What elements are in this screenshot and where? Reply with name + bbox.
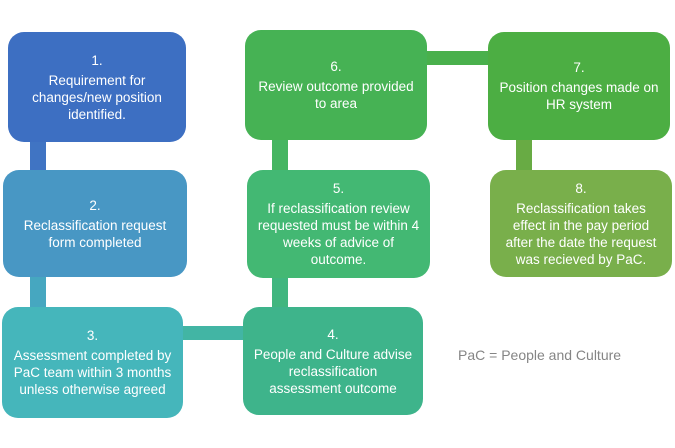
- flow-step-3: 3. Assessment completed by PaC team with…: [2, 307, 183, 418]
- step-text: Reclassification request form completed: [23, 217, 167, 250]
- step-text: If reclassification review requested mus…: [257, 201, 420, 267]
- flow-step-1: 1. Requirement for changes/new position …: [8, 32, 186, 142]
- step-number: 3.: [86, 328, 99, 343]
- flow-step-2: 2. Reclassification request form complet…: [3, 170, 187, 277]
- flow-step-5: 5. If reclassification review requested …: [247, 170, 430, 278]
- step-number: 4.: [327, 326, 339, 342]
- step-text: Requirement for changes/new position ide…: [32, 72, 162, 122]
- step-text: People and Culture advise reclassificati…: [253, 346, 413, 396]
- step-text: Assessment completed by PaC team within …: [13, 348, 172, 397]
- step-text: Reclassification takes effect in the pay…: [505, 200, 657, 267]
- flow-step-6: 6. Review outcome provided to area: [245, 30, 427, 140]
- flow-step-8: 8. Reclassification takes effect in the …: [490, 170, 672, 277]
- step-number: 1.: [91, 52, 103, 68]
- connector-step6-step5: [272, 136, 288, 174]
- step-text: Position changes made on HR system: [499, 80, 659, 112]
- flow-step-7: 7. Position changes made on HR system: [488, 32, 670, 140]
- step-number: 7.: [573, 60, 585, 75]
- step-number: 2.: [89, 197, 101, 213]
- legend-caption: PaC = People and Culture: [458, 347, 622, 363]
- step-number: 5.: [332, 181, 345, 196]
- connector-step5-step4: [272, 274, 288, 311]
- flow-step-4: 4. People and Culture advise reclassific…: [243, 307, 423, 415]
- connector-step6-step7: [425, 51, 491, 65]
- connector-step1-step2: [30, 138, 46, 174]
- connector-step3-step4: [180, 326, 246, 340]
- connector-step2-step3: [30, 273, 46, 311]
- connector-step7-step8: [516, 136, 532, 174]
- step-text: Review outcome provided to area: [258, 79, 414, 111]
- step-number: 8.: [575, 180, 587, 196]
- step-number: 6.: [330, 59, 342, 74]
